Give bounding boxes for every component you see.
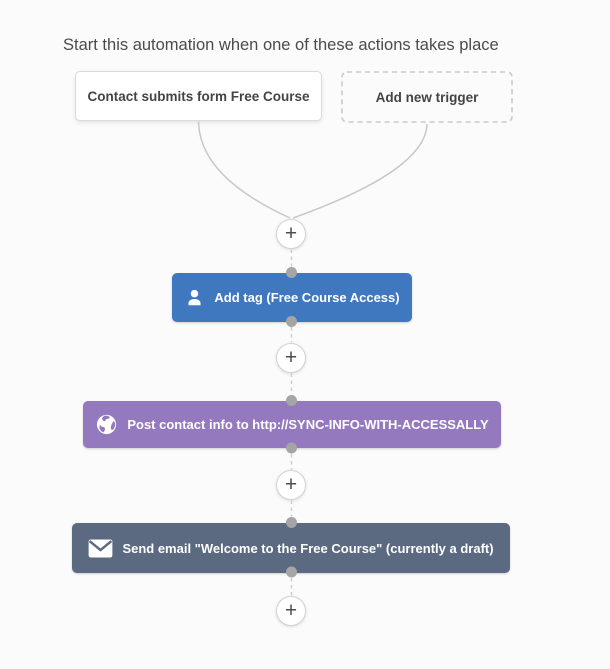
trigger-label: Add new trigger (375, 89, 479, 105)
plus-icon: + (284, 472, 298, 496)
action-post-contact-info[interactable]: Post contact info to http://SYNC-INFO-WI… (83, 401, 501, 448)
action-label: Send email "Welcome to the Free Course" … (122, 540, 494, 556)
branch-curve-right (292, 123, 428, 219)
add-node-button-4[interactable]: + (276, 596, 306, 626)
automation-start-heading: Start this automation when one of these … (63, 36, 499, 54)
add-node-button-1[interactable]: + (276, 219, 306, 249)
globe-icon (95, 413, 118, 436)
trigger-contact-submits-form[interactable]: Contact submits form Free Course (75, 71, 322, 121)
envelope-icon (88, 538, 113, 558)
user-icon (184, 287, 205, 308)
add-node-button-3[interactable]: + (276, 470, 306, 500)
add-node-button-2[interactable]: + (276, 343, 306, 373)
action-add-tag[interactable]: Add tag (Free Course Access) (172, 273, 412, 322)
plus-icon: + (284, 221, 298, 245)
plus-icon: + (284, 598, 298, 622)
action-label: Add tag (Free Course Access) (214, 290, 400, 305)
action-label: Post contact info to http://SYNC-INFO-WI… (127, 417, 489, 432)
plus-icon: + (284, 345, 298, 369)
branch-curve-left (197, 121, 291, 219)
action-send-email[interactable]: Send email "Welcome to the Free Course" … (72, 523, 510, 573)
add-new-trigger-button[interactable]: Add new trigger (341, 71, 513, 123)
trigger-label: Contact submits form Free Course (87, 88, 310, 104)
